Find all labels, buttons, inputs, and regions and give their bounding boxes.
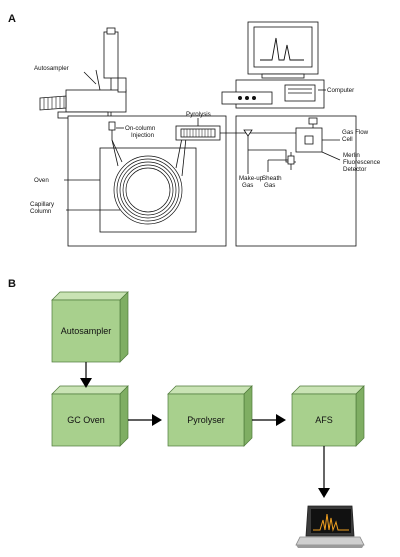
gas-flow-label-2: Cell bbox=[342, 136, 353, 143]
laptop-icon bbox=[295, 505, 365, 548]
autosampler-box: Autosampler bbox=[51, 291, 129, 363]
pyrolyser-label: Pyrolyser bbox=[187, 415, 225, 425]
makeup-gas-label-1: Make-up bbox=[239, 175, 264, 182]
computer-icon bbox=[221, 21, 326, 109]
panel-b-label: B bbox=[8, 278, 16, 290]
autosampler-label: Autosampler bbox=[34, 65, 69, 72]
sheath-gas-label-1: Sheath bbox=[262, 175, 282, 182]
oven-label: Oven bbox=[34, 177, 49, 184]
schematic-a: Computer Autosampler bbox=[30, 21, 381, 247]
arrow-afs-to-computer bbox=[318, 446, 330, 498]
arrow-autosampler-to-oven bbox=[80, 362, 92, 388]
pyrolyser-box: Pyrolyser bbox=[167, 385, 253, 447]
makeup-gas-label-2: Gas bbox=[242, 182, 253, 189]
gc-oven-label: GC Oven bbox=[67, 415, 105, 425]
afs-label: AFS bbox=[315, 415, 333, 425]
sheath-gas-label-2: Gas bbox=[264, 182, 275, 189]
merlin-label-2: Fluorescence bbox=[343, 159, 381, 166]
merlin-label-3: Detector bbox=[343, 166, 366, 173]
on-column-label-1: On-column bbox=[125, 125, 156, 132]
autosampler-icon bbox=[39, 27, 127, 119]
panel-a-label: A bbox=[8, 13, 16, 25]
flow-diagram-b: Autosampler GC Oven Pyrolyser AFS bbox=[51, 291, 365, 498]
capillary-label-1: Capillary bbox=[30, 201, 55, 208]
gc-oven-box: GC Oven bbox=[51, 385, 129, 447]
gas-flow-label-1: Gas Flow bbox=[342, 129, 369, 136]
pyrolysis-label: Pyrolysis bbox=[186, 111, 211, 118]
merlin-label-1: Merlin bbox=[343, 152, 360, 159]
spectrum-peaks bbox=[313, 513, 349, 532]
arrow-pyrolyser-to-afs bbox=[252, 414, 286, 426]
autosampler-label: Autosampler bbox=[61, 326, 112, 336]
afs-box: AFS bbox=[291, 385, 365, 447]
arrow-oven-to-pyrolyser bbox=[128, 414, 162, 426]
computer-label: Computer bbox=[327, 87, 354, 94]
on-column-label-2: Injection bbox=[131, 132, 155, 139]
oven-box bbox=[99, 147, 197, 233]
capillary-label-2: Column bbox=[30, 208, 52, 215]
capillary-column-coil bbox=[113, 155, 183, 225]
